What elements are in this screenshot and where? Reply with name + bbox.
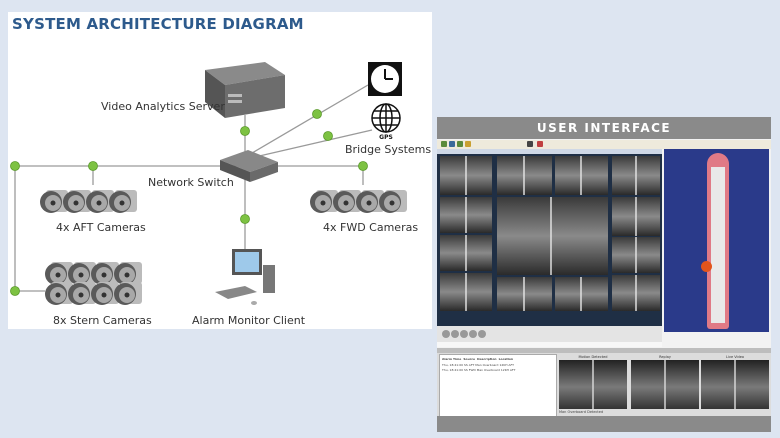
playback-controls[interactable] xyxy=(437,326,662,342)
alarm-list: Alarm Time Source Description Location T… xyxy=(439,354,557,418)
panel-title-replay: Replay xyxy=(659,355,671,359)
bridge-label: Bridge Systems xyxy=(345,143,432,156)
stern-cameras-label: 8x Stern Cameras xyxy=(53,314,152,327)
camera-icon xyxy=(114,282,142,305)
gps-globe-icon xyxy=(371,103,401,133)
alarm-list-header: Alarm Time Source Description Location xyxy=(442,357,514,361)
status-bar xyxy=(437,342,662,347)
camera-tile[interactable] xyxy=(555,277,608,311)
server-icon xyxy=(205,62,285,118)
node-dot xyxy=(240,126,250,136)
video-grid-titlebar xyxy=(437,149,662,154)
camera-icon xyxy=(40,190,68,213)
camera-tile[interactable] xyxy=(440,235,492,271)
clock-icon xyxy=(368,62,402,96)
camera-tile[interactable] xyxy=(612,237,660,273)
alarm-monitor-titlebar xyxy=(437,348,771,353)
camera-tile[interactable] xyxy=(555,156,608,195)
diagram-graphics: GPS xyxy=(10,62,407,305)
fwd-cameras-label: 4x FWD Cameras xyxy=(323,221,419,234)
camera-icon xyxy=(68,262,96,285)
camera-icon xyxy=(333,190,361,213)
camera-icon xyxy=(86,190,114,213)
tool-icon[interactable] xyxy=(537,141,543,147)
toolbar xyxy=(437,140,771,149)
camera-groups xyxy=(40,190,407,305)
camera-tile[interactable] xyxy=(497,277,552,311)
camera-tile[interactable] xyxy=(440,197,492,233)
camera-icon xyxy=(310,190,338,213)
video-grid xyxy=(437,149,662,358)
camera-icon xyxy=(45,282,73,305)
link-switch-clock xyxy=(251,84,369,154)
camera-icon xyxy=(68,282,96,305)
tool-icon[interactable] xyxy=(449,141,455,147)
camera-tile[interactable] xyxy=(612,156,660,195)
user-interface-panel: USER INTERFACE Alarm Time xyxy=(437,117,771,432)
link-switch-gps xyxy=(254,129,373,158)
tool-icon[interactable] xyxy=(465,141,471,147)
diagram-title: SYSTEM ARCHITECTURE DIAGRAM xyxy=(12,15,304,33)
table-row[interactable]: Thu, 18:41:00 SS AFT Man Overboard 12KH … xyxy=(442,363,514,367)
node-dot xyxy=(10,286,20,296)
computer-icon xyxy=(215,249,275,305)
camera-tile[interactable] xyxy=(612,197,660,236)
aft-cameras-label: 4x AFT Cameras xyxy=(56,221,146,234)
tool-icon[interactable] xyxy=(457,141,463,147)
node-dot xyxy=(358,161,368,171)
tool-icon[interactable] xyxy=(441,141,447,147)
alarm-monitor: Alarm Time Source Description Location T… xyxy=(437,348,771,418)
camera-icon xyxy=(356,190,384,213)
switch-icon xyxy=(220,150,278,182)
node-dot xyxy=(240,214,250,224)
camera-icon xyxy=(91,282,119,305)
alert-text: Man Overboard Detected xyxy=(559,410,604,414)
ui-footer xyxy=(437,416,771,432)
node-dot xyxy=(88,161,98,171)
camera-icon xyxy=(379,190,407,213)
camera-tile[interactable] xyxy=(612,275,660,311)
table-row[interactable]: Thu, 18:41:00 SS FWD Man Overboard 12KH … xyxy=(442,368,516,372)
motion-video[interactable] xyxy=(559,360,627,409)
replay-video[interactable] xyxy=(631,360,699,409)
node-dot xyxy=(312,109,322,119)
camera-tile[interactable] xyxy=(497,156,552,195)
switch-label: Network Switch xyxy=(148,176,234,189)
client-label: Alarm Monitor Client xyxy=(192,314,306,327)
camera-tile[interactable] xyxy=(497,197,608,275)
tool-icon[interactable] xyxy=(527,141,533,147)
node-dot xyxy=(10,161,20,171)
camera-icon xyxy=(109,190,137,213)
node-dot xyxy=(323,131,333,141)
person-marker-icon[interactable] xyxy=(701,261,712,272)
camera-icon xyxy=(114,262,142,285)
panel-title-motion: Motion Detected xyxy=(578,355,608,359)
panel-title-live: Live Video xyxy=(725,355,745,359)
camera-tile[interactable] xyxy=(440,273,492,311)
live-video[interactable] xyxy=(701,360,769,409)
server-label: Video Analytics Server xyxy=(101,100,225,113)
camera-icon xyxy=(91,262,119,285)
camera-icon xyxy=(45,262,73,285)
camera-tile[interactable] xyxy=(440,156,492,195)
ship-icon xyxy=(707,153,729,329)
ship-map xyxy=(664,149,769,332)
camera-icon xyxy=(63,190,91,213)
ui-header: USER INTERFACE xyxy=(437,117,771,139)
gps-label: GPS xyxy=(379,134,393,141)
